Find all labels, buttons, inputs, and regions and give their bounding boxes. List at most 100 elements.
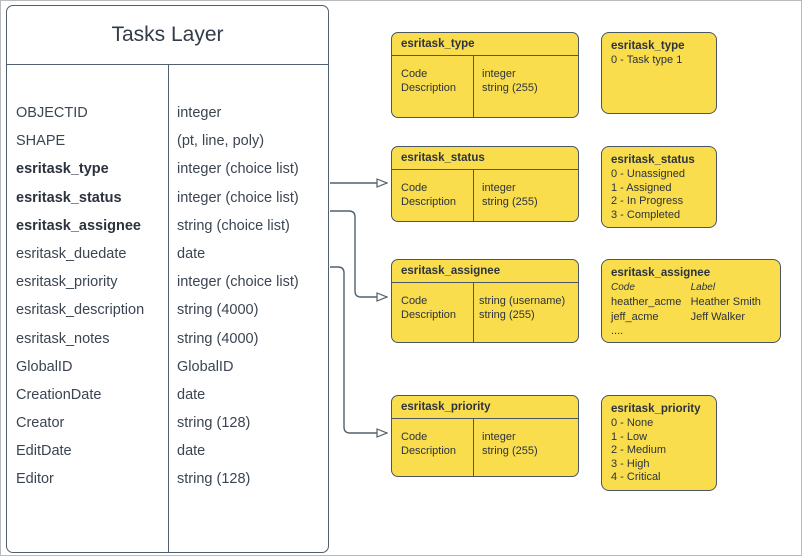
note-esritask-type[interactable]: esritask_type 0 - Task type 1 [601, 32, 717, 114]
field-name: esritask_description [16, 302, 145, 319]
card-right-line: integer [482, 431, 516, 443]
card-title: esritask_status [401, 152, 485, 164]
connector-priority [330, 266, 387, 433]
card-right-line: string (username) [479, 295, 566, 307]
note-esritask-status[interactable]: esritask_status 0 - Unassigned 1 - Assig… [601, 146, 717, 228]
card-left-line: Description [401, 445, 457, 457]
card-column-divider [473, 418, 474, 476]
card-left-line: Description [401, 309, 457, 321]
card-title: esritask_assignee [401, 265, 501, 277]
field-name: esritask_duedate [16, 245, 127, 262]
card-left-column: Code Description [401, 430, 456, 458]
note-line: 0 - Unassigned [611, 168, 685, 180]
field-type: integer [177, 105, 222, 121]
field-type: string (choice list) [177, 217, 290, 234]
card-esritask-type[interactable]: esritask_type Code Description integer s… [391, 32, 579, 118]
field-type: string (128) [177, 471, 251, 488]
card-header-divider [392, 55, 578, 56]
page-title: Tasks Layer [111, 23, 224, 46]
card-right-line: string (255) [482, 445, 538, 457]
card-header-divider [392, 418, 578, 419]
note-grid-row: jeff_acme Jeff Walker [611, 310, 772, 325]
field-name: CreationDate [16, 386, 102, 403]
note-row-label: Heather Smith [690, 296, 761, 308]
field-type: integer (choice list) [177, 274, 299, 291]
note-line: 1 - Low [611, 430, 648, 443]
note-ellipsis: .... [611, 325, 624, 337]
card-right-column: integer string (255) [482, 181, 538, 209]
entity-tasks-layer[interactable]: Tasks Layer OBJECTID SHAPE esritask_type… [6, 5, 329, 553]
field-name: esritask_priority [16, 274, 118, 291]
card-right-column: string (username) string (255) [479, 294, 565, 322]
card-column-divider [473, 55, 474, 117]
card-left-column: Code Description [401, 181, 456, 209]
note-title: esritask_priority [611, 403, 701, 415]
note-line: 1 - Assigned [611, 181, 672, 194]
field-type: GlobalID [177, 358, 234, 375]
note-esritask-assignee[interactable]: esritask_assignee Code Label heather_acm… [601, 259, 781, 343]
note-header-code: Code [611, 282, 635, 293]
note-line: 2 - In Progress [611, 195, 684, 208]
card-right-column: integer string (255) [482, 430, 538, 458]
note-line: 2 - Medium [611, 444, 667, 457]
note-title: esritask_assignee [611, 267, 711, 279]
note-title: esritask_status [611, 154, 695, 166]
card-left-line: Code [401, 431, 428, 443]
note-grid-header: Code Label [611, 281, 772, 295]
card-left-line: Description [401, 82, 457, 94]
field-name: esritask_status [16, 189, 122, 206]
field-type: string (128) [177, 415, 251, 432]
note-row-label: Jeff Walker [690, 311, 745, 323]
card-header-divider [392, 282, 578, 283]
entity-column-divider [168, 64, 169, 552]
field-name: GlobalID [16, 358, 73, 375]
field-type: integer (choice list) [177, 161, 299, 178]
note-line: 3 - Completed [611, 208, 681, 221]
field-type: string (4000) [177, 330, 259, 347]
field-type: date [177, 386, 206, 403]
card-right-line: integer [482, 182, 516, 194]
field-name: OBJECTID [16, 105, 88, 121]
note-line: 3 - High [611, 457, 650, 470]
card-right-column: integer string (255) [482, 67, 538, 95]
field-name: esritask_assignee [16, 217, 141, 234]
field-name: Editor [16, 471, 54, 488]
card-right-line: string (255) [479, 309, 535, 321]
card-left-column: Code Description [401, 67, 456, 95]
card-esritask-status[interactable]: esritask_status Code Description integer… [391, 146, 579, 222]
field-type: string (4000) [177, 302, 259, 319]
card-esritask-assignee[interactable]: esritask_assignee Code Description strin… [391, 259, 579, 343]
field-type: (pt, line, poly) [177, 133, 265, 150]
card-left-column: Code Description [401, 294, 456, 322]
card-left-line: Code [401, 182, 428, 194]
note-line: 0 - Task type 1 [611, 54, 683, 66]
note-header-label: Label [690, 282, 716, 293]
card-column-divider [473, 282, 474, 342]
card-title: esritask_priority [401, 401, 491, 413]
note-row-code: heather_acme [611, 296, 682, 308]
card-esritask-priority[interactable]: esritask_priority Code Description integ… [391, 395, 579, 477]
field-name: Creator [16, 415, 65, 432]
entity-field-names: OBJECTID SHAPE esritask_type esritask_st… [16, 99, 166, 494]
note-title: esritask_type [611, 40, 685, 52]
note-esritask-priority[interactable]: esritask_priority 0 - None 1 - Low 2 - M… [601, 395, 717, 491]
note-row-code: jeff_acme [611, 311, 659, 323]
card-left-line: Description [401, 196, 457, 208]
connector-assignee [330, 210, 387, 297]
card-title: esritask_type [401, 38, 475, 50]
field-name: esritask_notes [16, 330, 110, 347]
note-grid-row: heather_acme Heather Smith [611, 295, 772, 310]
card-right-line: integer [482, 68, 516, 80]
field-name: esritask_type [16, 161, 109, 178]
field-type: integer (choice list) [177, 189, 299, 206]
entity-header-divider [7, 64, 328, 65]
field-type: date [177, 443, 206, 460]
field-name: SHAPE [16, 133, 66, 150]
card-right-line: string (255) [482, 82, 538, 94]
card-right-line: string (255) [482, 196, 538, 208]
card-left-line: Code [401, 68, 428, 80]
note-line: 0 - None [611, 417, 654, 429]
note-line: 4 - Critical [611, 471, 661, 484]
entity-field-types: integer (pt, line, poly) integer (choice… [177, 99, 327, 494]
